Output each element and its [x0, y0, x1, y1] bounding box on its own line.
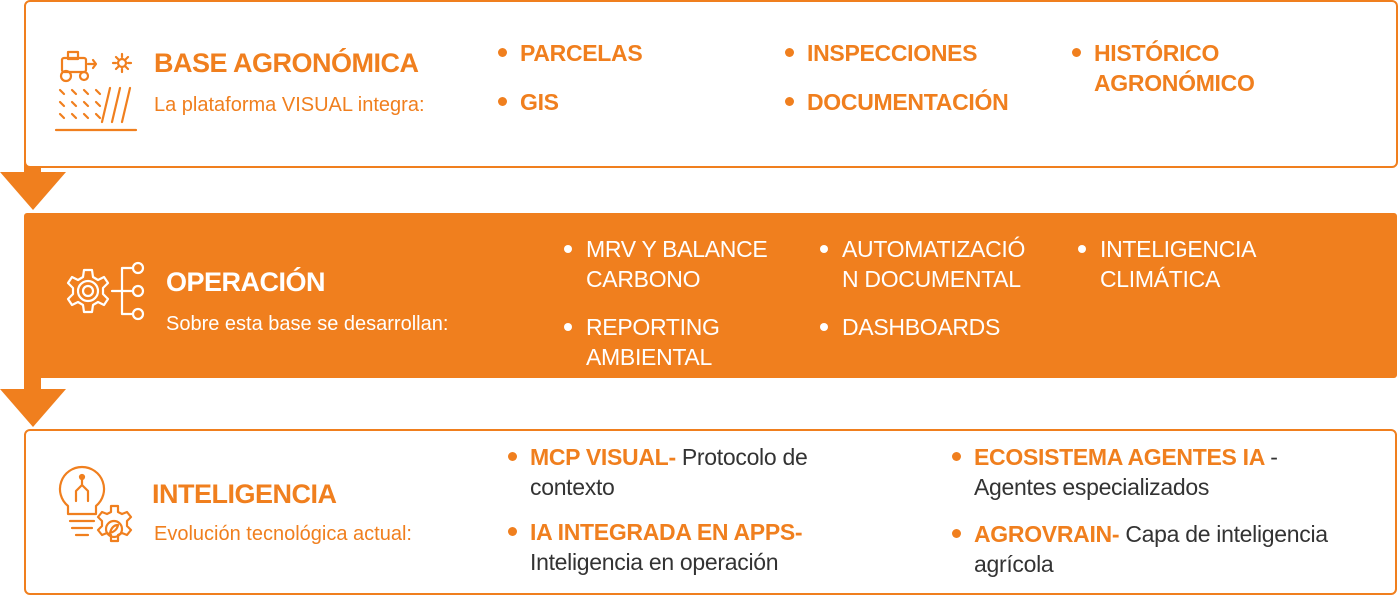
lightbulb-gear-icon: [58, 465, 133, 543]
list-item: DASHBOARDS: [820, 312, 1000, 342]
list-item: IA INTEGRADA EN APPS- Inteligencia en op…: [508, 517, 850, 577]
list-item: AGROVRAIN- Capa de inteligencia agrícola: [952, 519, 1374, 579]
section-title: OPERACIÓN: [166, 267, 326, 297]
list-item: INSPECCIONES: [785, 38, 978, 68]
agriculture-field-icon: [54, 50, 138, 132]
list-item: MRV Y BALANCE CARBONO: [564, 234, 786, 294]
list-item: PARCELAS: [498, 38, 643, 68]
gear-network-icon: [66, 261, 145, 321]
section-title: INTELIGENCIA: [152, 479, 337, 509]
operacion-panel: OPERACIÓN Sobre esta base se desarrollan…: [24, 213, 1397, 378]
list-item: INTELIGENCIA CLIMÁTICA: [1078, 234, 1280, 294]
list-item: HISTÓRICO AGRONÓMICO: [1072, 38, 1294, 98]
inteligencia-panel: INTELIGENCIA Evolución tecnológica actua…: [24, 429, 1397, 595]
arrow-down-icon: [0, 172, 66, 210]
list-item: REPORTING AMBIENTAL: [564, 312, 786, 372]
list-item: GIS: [498, 87, 559, 117]
list-item: DOCUMENTACIÓN: [785, 87, 1009, 117]
section-subtitle: La plataforma VISUAL integra:: [154, 94, 425, 116]
base-agronomica-panel: BASE AGRONÓMICA La plataforma VISUAL int…: [24, 0, 1398, 168]
list-item: MCP VISUAL- Protocolo de contexto: [508, 442, 870, 502]
section-subtitle: Sobre esta base se desarrollan:: [166, 313, 449, 335]
section-title: BASE AGRONÓMICA: [154, 48, 419, 78]
list-item: AUTOMATIZACIÓN DOCUMENTAL: [820, 234, 1034, 294]
section-subtitle: Evolución tecnológica actual:: [154, 523, 412, 545]
list-item: ECOSISTEMA AGENTES IA -Agentes especiali…: [952, 442, 1294, 502]
arrow-down-icon: [0, 389, 66, 427]
